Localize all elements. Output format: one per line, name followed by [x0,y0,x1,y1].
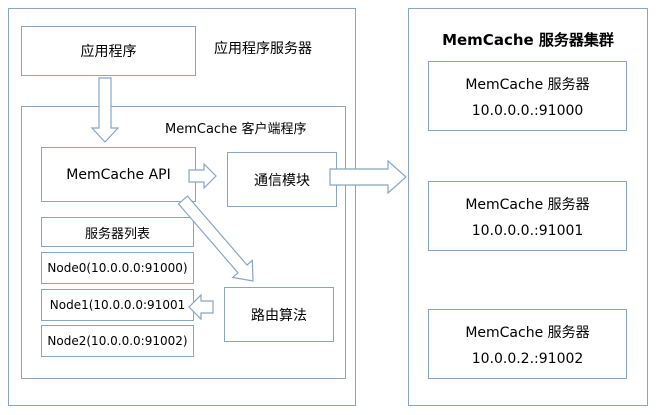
cluster-title: MemCache 服务器集群 [442,31,614,49]
server-list-node1: Node1(10.0.0.0:91001 [41,289,194,321]
cluster-server-0: MemCache 服务器 10.0.0.0.:91000 [428,61,627,131]
cluster-server-0-name: MemCache 服务器 [465,76,590,93]
node2-label: Node2(10.0.0.0:91002) [47,334,188,348]
comm-module-label: 通信模块 [254,172,310,189]
cluster-box: MemCache 服务器集群 MemCache 服务器 10.0.0.0.:91… [408,8,648,406]
app-server-box: 应用程序服务器 应用程序 MemCache 客户端程序 MemCache API… [8,8,356,406]
client-program-label: MemCache 客户端程序 [165,122,307,137]
cluster-server-2-name: MemCache 服务器 [465,324,590,341]
application-label: 应用程序 [80,44,137,60]
memcache-api-label: MemCache API [66,166,171,183]
cluster-server-1-name: MemCache 服务器 [465,196,590,213]
server-list-node2: Node2(10.0.0.0:91002) [41,325,194,357]
app-server-label: 应用程序服务器 [214,41,312,57]
cluster-server-0-address: 10.0.0.0.:91000 [471,102,584,119]
cluster-server-1-address: 10.0.0.0.:91001 [471,222,584,239]
cluster-server-2-address: 10.0.0.2.:91002 [471,350,584,367]
routing-algorithm-label: 路由算法 [251,307,307,324]
cluster-server-1: MemCache 服务器 10.0.0.0.:91001 [428,181,627,251]
server-list-node0: Node0(10.0.0.0:91000) [41,252,194,284]
routing-algorithm-box: 路由算法 [224,287,334,342]
node0-label: Node0(10.0.0.0:91000) [47,261,188,275]
client-program-box: MemCache 客户端程序 MemCache API 通信模块 服务器列表 N… [21,106,346,379]
memcache-api-box: MemCache API [41,147,196,202]
cluster-server-2: MemCache 服务器 10.0.0.2.:91002 [428,309,627,379]
server-list-header-box: 服务器列表 [41,217,194,247]
node1-label: Node1(10.0.0.0:91001 [49,298,186,312]
application-box: 应用程序 [21,26,196,76]
server-list-header-label: 服务器列表 [84,226,150,242]
comm-module-box: 通信模块 [227,152,337,207]
